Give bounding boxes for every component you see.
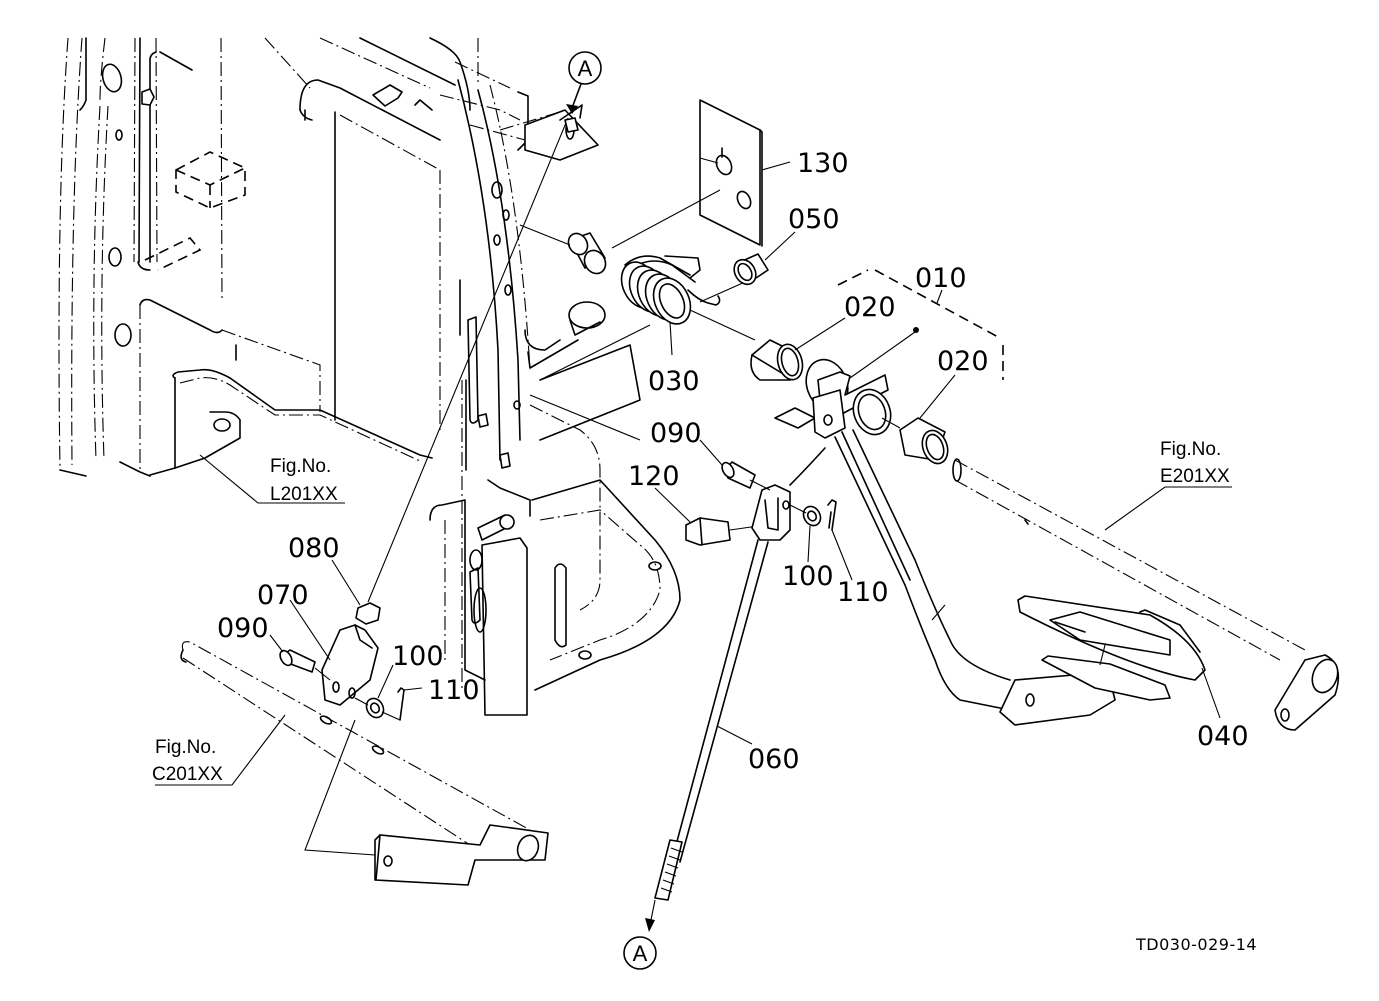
part-040-pedal-pad: 040	[1017, 595, 1249, 752]
fig-ref-e-line2: E201XX	[1160, 466, 1230, 487]
reference-a-bottom: A	[623, 936, 657, 970]
fig-ref-l-line1: Fig.No.	[270, 456, 331, 477]
fig-ref-c-line2: C201XX	[152, 764, 223, 785]
drawing-code: TD030-029-14	[1135, 935, 1257, 954]
cross-shaft: Fig.No. C201XX	[152, 641, 549, 886]
reference-label: A	[633, 941, 648, 966]
cab-frame	[58, 37, 526, 477]
part-label-020-right: 020	[937, 346, 989, 377]
part-label-070: 070	[257, 580, 309, 611]
part-050-collar: 050	[733, 204, 840, 286]
part-label-060: 060	[748, 744, 800, 775]
fig-ref-e-line1: Fig.No.	[1160, 439, 1221, 460]
reference-a-top: A	[367, 51, 602, 603]
reference-circle	[623, 936, 657, 970]
part-label-100-lower: 100	[392, 641, 444, 672]
shaft: Fig.No. E201XX	[952, 439, 1340, 731]
fig-ref-c-line1: Fig.No.	[155, 737, 216, 758]
part-label-110-upper: 110	[837, 577, 889, 608]
part-label-010: 010	[915, 263, 967, 294]
assembly-010-bracket: 010	[837, 263, 1004, 380]
part-130-plate: 130	[611, 99, 849, 249]
part-label-130: 130	[797, 148, 849, 179]
part-label-040: 040	[1197, 721, 1249, 752]
reference-label: A	[578, 56, 593, 81]
bushing	[519, 224, 607, 275]
lower-clevis-group: 080 070 090 100 110	[217, 533, 480, 721]
part-020-bushing-right: 020	[881, 346, 989, 465]
part-label-030: 030	[648, 366, 700, 397]
pedal-arm	[774, 327, 1116, 726]
part-030-spring: 030	[539, 255, 756, 397]
part-label-090-upper: 090	[650, 418, 702, 449]
part-label-050: 050	[788, 204, 840, 235]
part-label-120: 120	[628, 461, 680, 492]
part-label-020-upper: 020	[844, 292, 896, 323]
pedal-bracket	[429, 79, 681, 716]
upper-clevis-group: 090 120 100 110	[628, 418, 889, 608]
fig-ref-l: Fig.No. L201XX	[199, 454, 345, 505]
fig-ref-l-line2: L201XX	[270, 484, 338, 505]
part-label-100-upper: 100	[782, 561, 834, 592]
part-label-110-lower: 110	[428, 675, 480, 706]
part-label-090-lower: 090	[217, 613, 269, 644]
part-020-bushing-upper: 020	[750, 292, 896, 381]
part-060-rod: 060	[645, 539, 800, 932]
reference-circle	[568, 51, 602, 85]
part-label-080: 080	[288, 533, 340, 564]
